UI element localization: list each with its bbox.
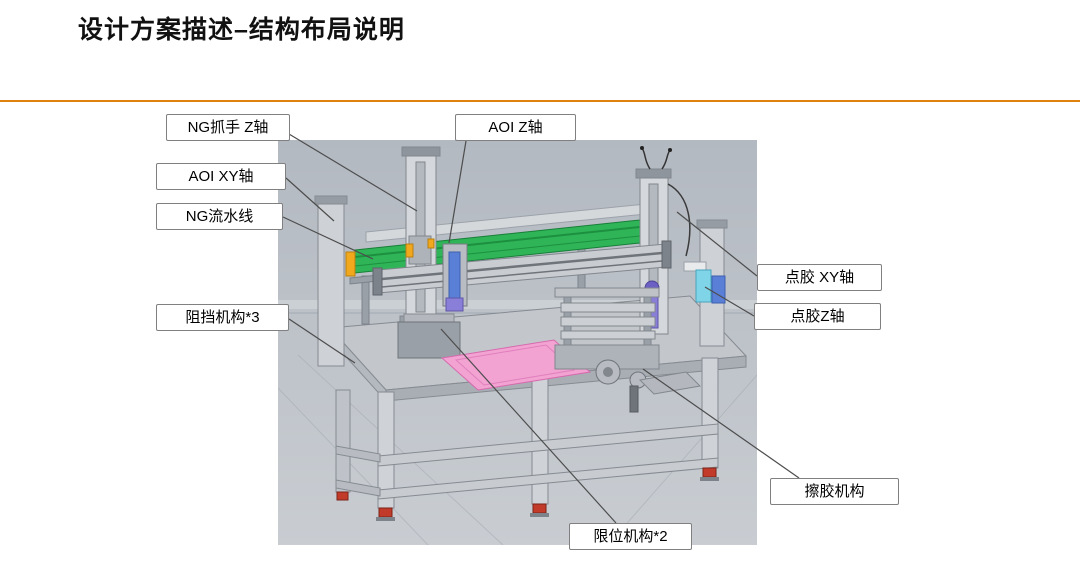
callout-blocking-mechanism-x3: 阻挡机构*3	[156, 304, 289, 331]
callout-label: AOI Z轴	[488, 118, 543, 136]
callout-aoi-z-axis: AOI Z轴	[455, 114, 576, 141]
title-divider	[0, 100, 1080, 102]
callout-ng-conveyor: NG流水线	[156, 203, 283, 230]
limit-block	[397, 313, 461, 359]
machine-drawing	[278, 140, 757, 545]
machine-render	[278, 140, 757, 545]
callout-aoi-xy-axis: AOI XY轴	[156, 163, 286, 190]
page-title: 设计方案描述–结构布局说明	[78, 16, 405, 44]
callout-label: 点胶 XY轴	[784, 268, 855, 286]
callout-glue-wiping-mechanism: 擦胶机构	[770, 478, 899, 505]
callout-limit-mechanism-x2: 限位机构*2	[569, 523, 692, 550]
ng-gripper-z-tower	[399, 146, 443, 328]
callout-label: NG流水线	[185, 207, 254, 225]
callout-label: 限位机构*2	[593, 527, 668, 545]
aoi-z-carriage	[442, 243, 468, 312]
callout-label: 阻挡机构*3	[185, 308, 260, 326]
callout-label: 点胶Z轴	[790, 307, 845, 325]
callout-dispensing-xy-axis: 点胶 XY轴	[757, 264, 882, 291]
callout-dispensing-z-axis: 点胶Z轴	[754, 303, 881, 330]
callout-label: AOI XY轴	[188, 167, 254, 185]
callout-ng-gripper-z-axis: NG抓手 Z轴	[166, 114, 290, 141]
callout-label: NG抓手 Z轴	[187, 118, 269, 136]
callout-label: 擦胶机构	[804, 482, 865, 500]
